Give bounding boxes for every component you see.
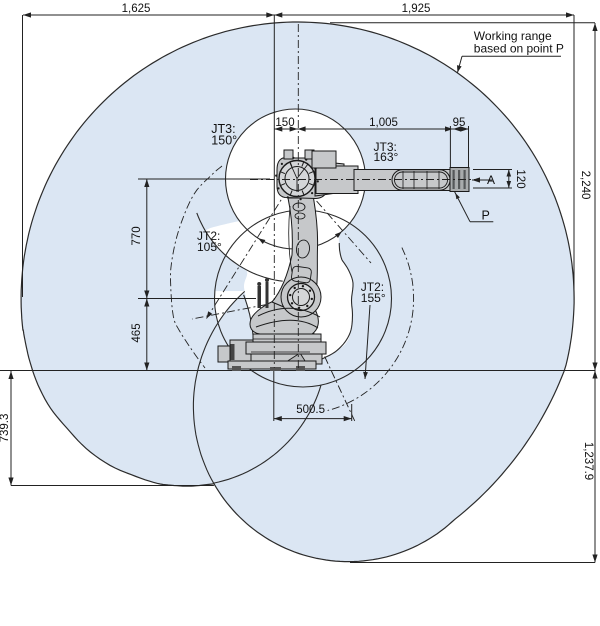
svg-text:Working range: Working range [474, 29, 552, 43]
svg-text:JT3:: JT3: [374, 140, 397, 154]
svg-text:120: 120 [514, 169, 526, 188]
svg-text:JT2:: JT2: [361, 280, 384, 294]
svg-text:163°: 163° [374, 150, 399, 164]
svg-text:150°: 150° [211, 134, 237, 148]
svg-text:2,240: 2,240 [579, 171, 591, 200]
svg-text:465: 465 [131, 323, 143, 342]
svg-text:1,237.9: 1,237.9 [582, 442, 594, 480]
svg-text:770: 770 [131, 226, 143, 245]
svg-text:500.5: 500.5 [296, 404, 325, 416]
svg-text:150: 150 [275, 117, 294, 129]
svg-text:P: P [482, 209, 490, 223]
svg-text:1,625: 1,625 [122, 3, 151, 15]
svg-text:155°: 155° [361, 291, 386, 305]
svg-text:JT3:: JT3: [211, 122, 235, 136]
svg-text:739.3: 739.3 [0, 414, 11, 443]
svg-text:based on point P: based on point P [474, 42, 564, 56]
svg-text:95: 95 [453, 117, 466, 129]
svg-text:1,925: 1,925 [402, 3, 431, 15]
svg-text:1,005: 1,005 [369, 117, 398, 129]
svg-text:105°: 105° [197, 240, 222, 254]
svg-text:A: A [487, 173, 495, 187]
svg-text:JT2:: JT2: [197, 229, 220, 243]
